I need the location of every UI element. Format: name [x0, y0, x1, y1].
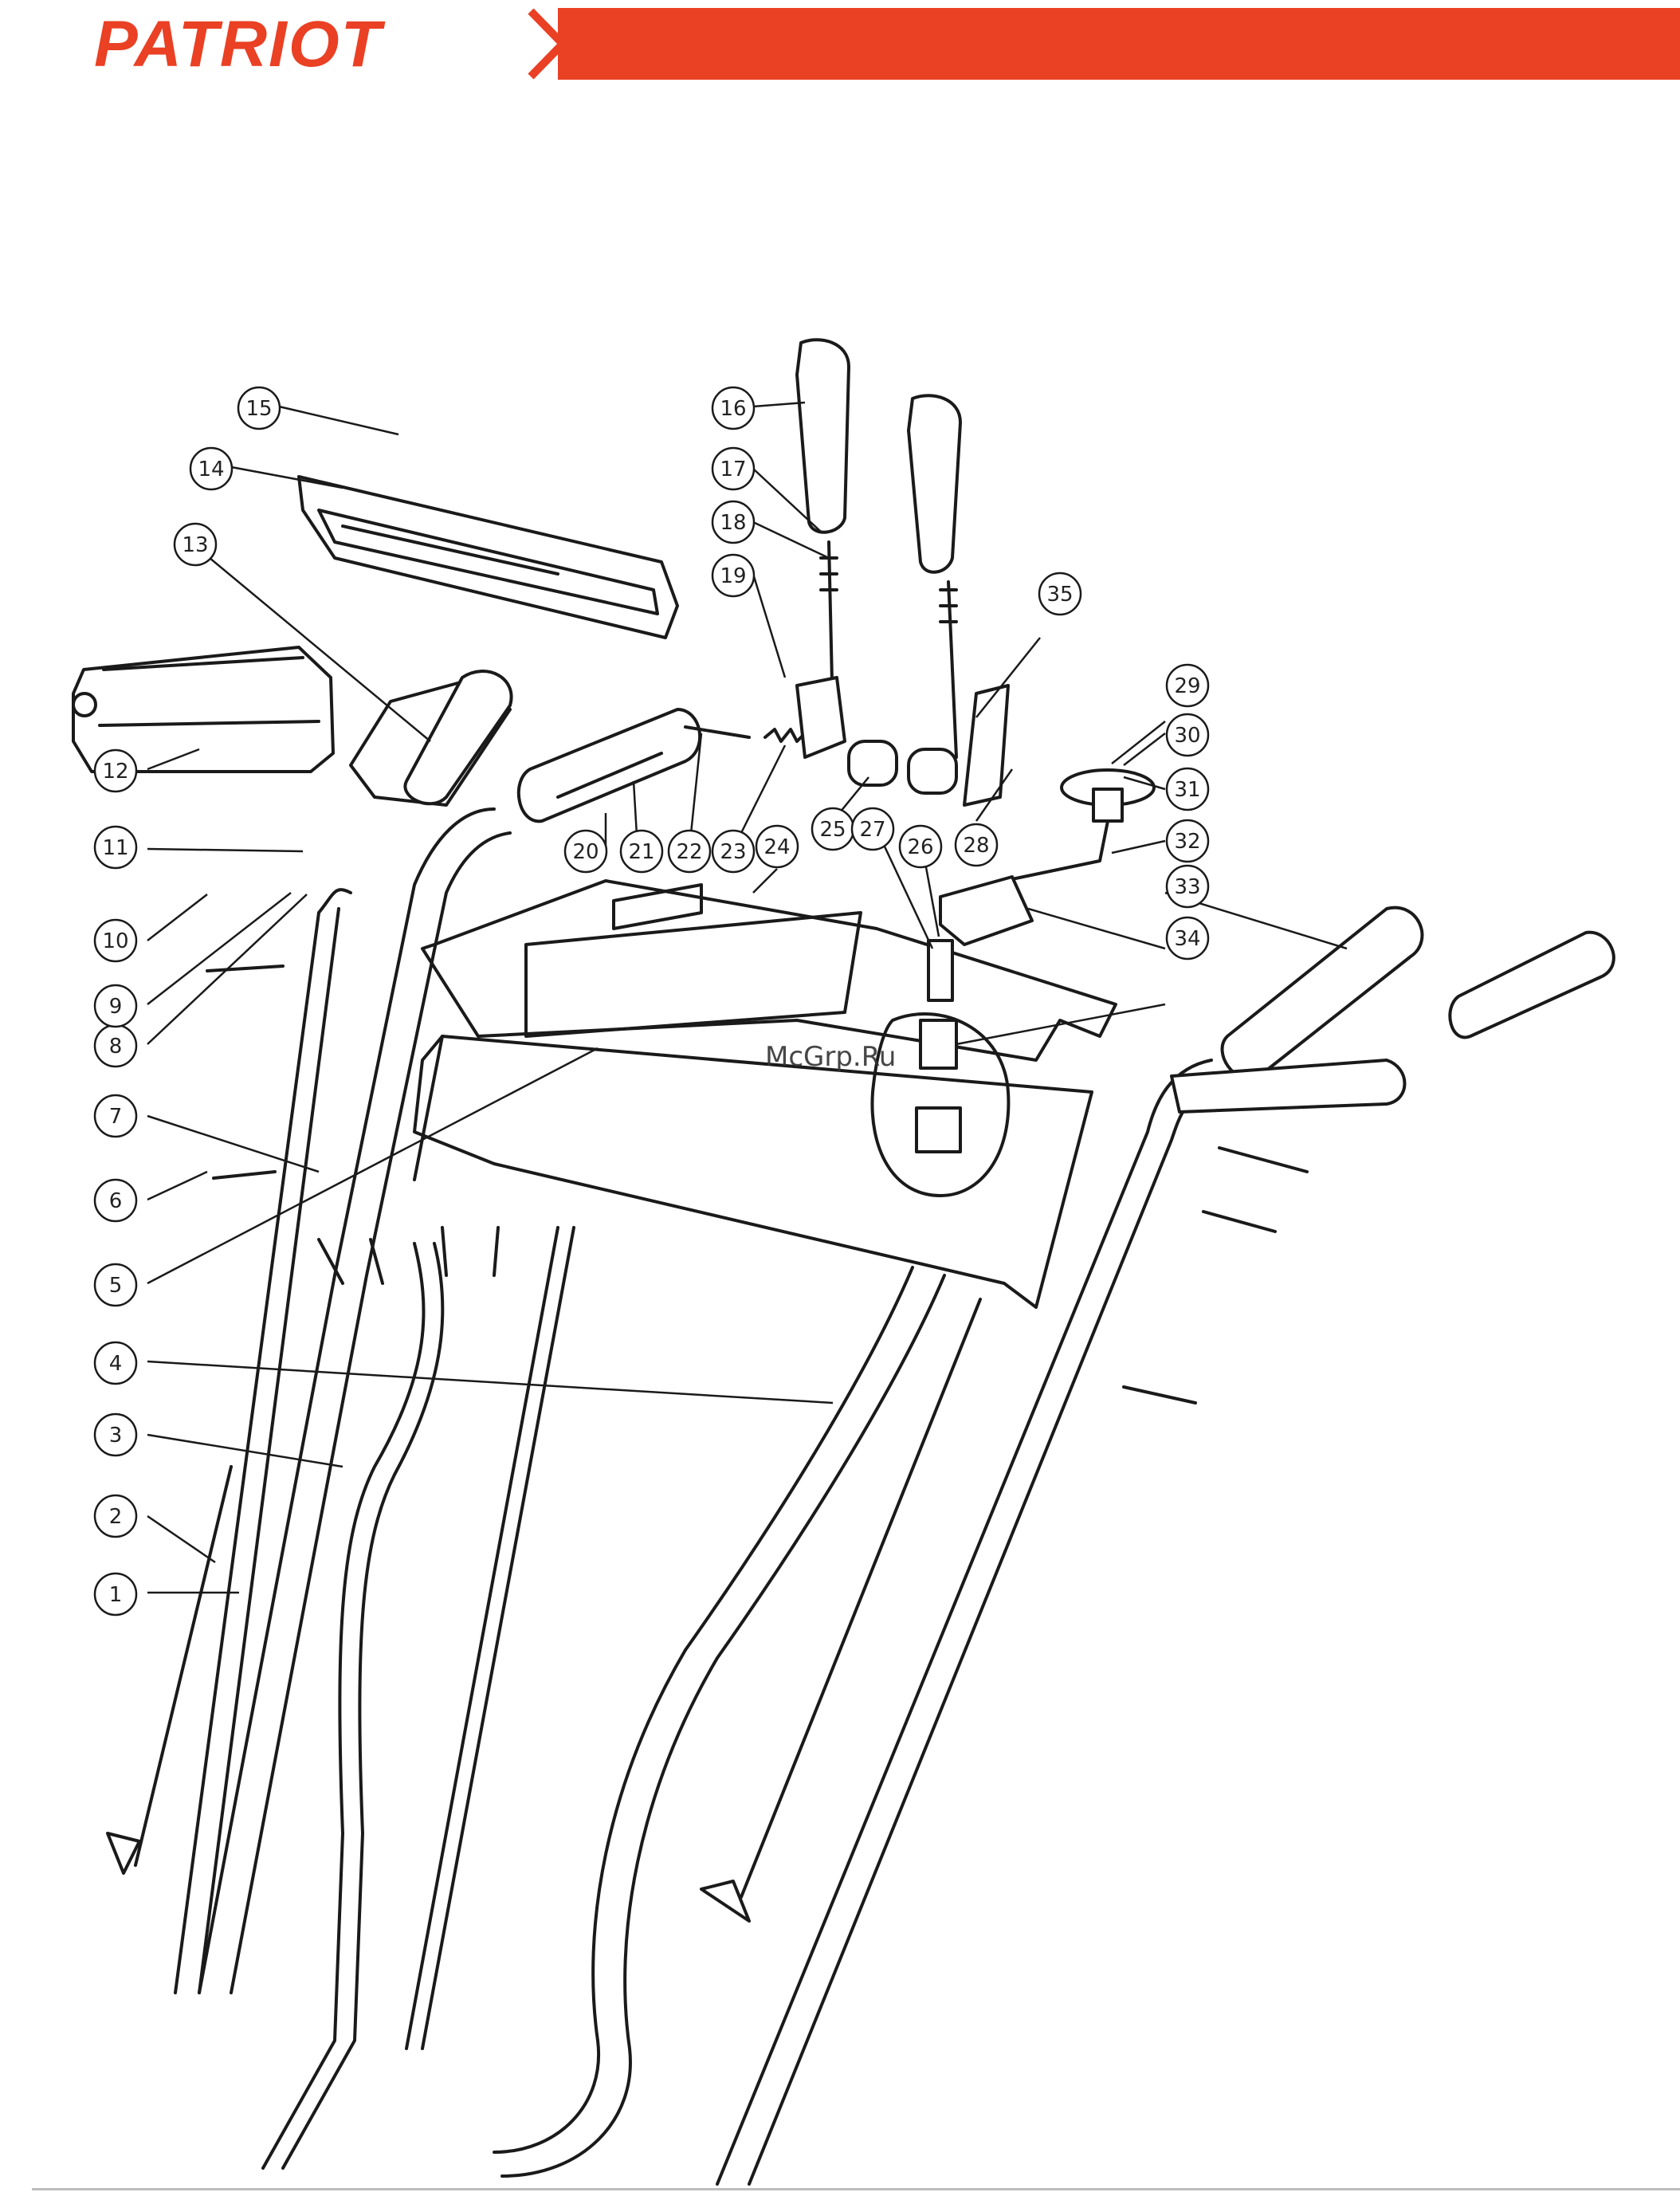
callout-number: 34: [1174, 927, 1200, 951]
callout-number: 35: [1046, 583, 1073, 607]
callout-number: 32: [1174, 830, 1200, 854]
footer-divider: [32, 2188, 1680, 2190]
callout-number: 21: [628, 840, 654, 864]
callout-number: 3: [109, 1424, 123, 1448]
callout-number: 7: [109, 1105, 123, 1129]
callout-31: 31: [1167, 768, 1208, 810]
callout-27: 27: [852, 808, 893, 850]
callout-number: 33: [1174, 875, 1200, 899]
callout-number: 25: [819, 818, 846, 842]
callout-20: 20: [565, 831, 606, 872]
callout-26: 26: [900, 826, 941, 867]
callout-9: 9: [95, 985, 136, 1027]
callout-28: 28: [956, 824, 997, 866]
callout-19: 19: [712, 555, 754, 596]
callout-33: 33: [1167, 866, 1208, 907]
callout-17: 17: [712, 448, 754, 489]
callout-15: 15: [238, 387, 280, 429]
callout-number: 31: [1174, 778, 1200, 802]
callout-number: 22: [676, 840, 702, 864]
callout-1: 1: [95, 1573, 136, 1615]
callout-number: 27: [859, 818, 885, 842]
callout-29: 29: [1167, 665, 1208, 706]
callout-number: 26: [907, 835, 933, 859]
callout-number: 2: [109, 1505, 123, 1529]
left-grip: [519, 709, 700, 821]
watermark: McGrp.Ru: [765, 1041, 896, 1073]
callout-30: 30: [1167, 714, 1208, 756]
callout-number: 30: [1174, 724, 1200, 748]
callout-21: 21: [621, 831, 662, 872]
control-panel: [414, 881, 1116, 1307]
callout-number: 28: [963, 834, 989, 858]
callout-number: 12: [102, 760, 128, 784]
callout-16: 16: [712, 387, 754, 429]
callout-8: 8: [95, 1025, 136, 1067]
callout-number: 11: [102, 836, 128, 860]
callout-2: 2: [95, 1495, 136, 1537]
lever-right: [909, 395, 1008, 805]
callout-number: 29: [1174, 674, 1200, 698]
callout-35: 35: [1039, 573, 1081, 615]
callout-4: 4: [95, 1342, 136, 1384]
callout-number: 9: [109, 995, 123, 1019]
callout-10: 10: [95, 920, 136, 961]
callout-number: 24: [763, 835, 790, 859]
callout-number: 18: [720, 511, 746, 535]
callout-number: 6: [109, 1189, 123, 1213]
callout-3: 3: [95, 1414, 136, 1456]
left-bracket: [351, 671, 512, 805]
callout-5: 5: [95, 1264, 136, 1306]
callout-number: 10: [102, 929, 128, 953]
callout-25: 25: [812, 808, 854, 850]
callout-7: 7: [95, 1095, 136, 1137]
callout-11: 11: [95, 827, 136, 868]
callout-number: 1: [109, 1583, 123, 1607]
callout-number: 5: [109, 1274, 123, 1298]
callout-number: 4: [109, 1352, 123, 1376]
right-handle-tube: [717, 908, 1422, 2184]
callout-number: 19: [720, 564, 746, 588]
callout-12: 12: [95, 750, 136, 792]
callout-6: 6: [95, 1180, 136, 1221]
callout-number: 8: [109, 1035, 123, 1059]
callout-number: 14: [198, 458, 224, 481]
callout-24: 24: [756, 826, 798, 867]
callout-number: 13: [182, 533, 208, 557]
dashboard-cover: [299, 477, 677, 638]
callout-number: 15: [245, 397, 272, 421]
callout-number: 17: [720, 458, 746, 481]
callout-23: 23: [712, 831, 754, 872]
callout-number: 23: [720, 840, 746, 864]
callout-number: 16: [720, 397, 746, 421]
callout-34: 34: [1167, 917, 1208, 959]
callout-32: 32: [1167, 820, 1208, 862]
callout-number: 20: [572, 840, 599, 864]
callout-13: 13: [175, 524, 216, 565]
callout-18: 18: [712, 501, 754, 543]
callout-14: 14: [190, 448, 232, 489]
callout-22: 22: [669, 831, 710, 872]
